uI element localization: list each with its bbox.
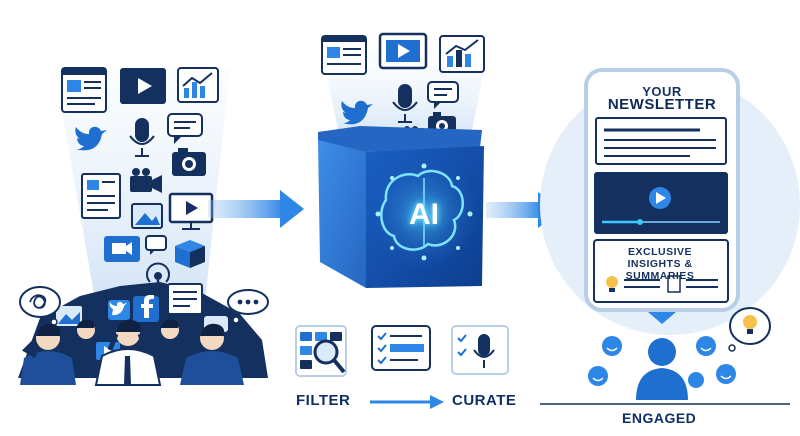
happy-face-icon — [696, 336, 716, 356]
microphone-icon — [129, 118, 155, 157]
video-call-icon — [104, 236, 140, 262]
down-arrow — [648, 312, 676, 324]
video-icon — [378, 32, 428, 70]
video-camera-icon — [130, 168, 162, 193]
step-arrow — [370, 395, 444, 409]
happy-face-icon — [716, 364, 736, 384]
box-side — [318, 140, 366, 288]
chart-icon — [439, 35, 485, 73]
chat-icon — [145, 235, 167, 255]
lightbulb-icon — [743, 315, 757, 329]
newsletter-title: NEWSLETTER — [607, 96, 717, 113]
brain-icon — [375, 163, 473, 261]
chat-icon — [427, 81, 459, 109]
twitter-icon — [74, 126, 107, 151]
curate-mic-icon — [451, 325, 509, 375]
package-icon — [175, 240, 205, 268]
idea-thought-bubble — [728, 307, 771, 352]
filter-label: FILTER — [296, 392, 351, 409]
newsletter-highlight: EXCLUSIVE INSIGHTS & SUMMARIES — [625, 246, 695, 282]
person-left — [20, 323, 76, 385]
video-icon — [120, 68, 166, 104]
chart-icon — [177, 67, 219, 103]
ai-label: AI — [409, 198, 439, 231]
happy-face-icon — [688, 372, 704, 388]
twitter-icon — [108, 300, 130, 320]
filter-icon — [295, 325, 347, 377]
box-top — [318, 126, 482, 152]
image-icon — [56, 306, 82, 326]
article-icon — [321, 35, 367, 75]
curate-label: CURATE — [452, 392, 517, 409]
happy-face-icon — [588, 366, 608, 386]
image-icon — [131, 203, 163, 229]
article-icon — [61, 67, 107, 113]
camera-icon — [172, 148, 206, 176]
newsletter-video-player — [594, 172, 728, 234]
microphone-icon — [392, 84, 418, 123]
information-flood — [18, 67, 269, 386]
newsletter-output — [540, 68, 800, 405]
article-icon — [167, 283, 203, 315]
person-center — [94, 319, 162, 386]
newsletter-text-block — [595, 117, 727, 165]
process-steps — [295, 325, 509, 409]
checklist-icon — [371, 325, 431, 371]
monitor-video-icon — [168, 192, 214, 230]
ai-processor — [318, 32, 488, 288]
overwhelmed-people — [20, 319, 244, 386]
engaged-label: ENGAGED — [622, 410, 697, 426]
typing-thought-bubble — [227, 289, 269, 324]
engaged-audience — [588, 307, 771, 400]
flow-arrow-1 — [208, 190, 304, 228]
person-icon — [636, 338, 688, 400]
twitter-icon — [340, 100, 373, 125]
document-icon — [81, 173, 121, 219]
newsletter-insights-card — [593, 239, 729, 303]
newsletter-label-your: YOUR — [642, 84, 682, 99]
document-icon — [667, 275, 681, 293]
lightbulb-icon — [606, 276, 618, 292]
happy-face-icon — [602, 336, 622, 356]
person-back — [76, 319, 179, 339]
person-right — [180, 323, 244, 385]
facebook-icon — [133, 295, 159, 322]
chat-icon — [167, 113, 203, 144]
